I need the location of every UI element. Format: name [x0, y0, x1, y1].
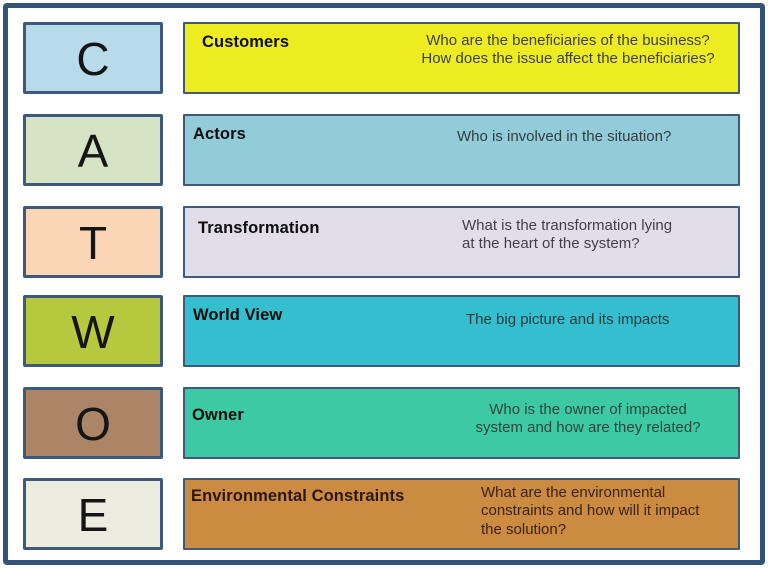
bar-description-world-view: The big picture and its impacts — [466, 311, 670, 328]
row-environmental-constraints: E Environmental Constraints What are the… — [0, 478, 768, 550]
row-owner: O Owner Who is the owner of impacted sys… — [0, 387, 768, 459]
row-world-view: W World View The big picture and its imp… — [0, 295, 768, 367]
letter-a: A — [77, 125, 109, 177]
bar-description-actors: Who is involved in the situation? — [457, 128, 672, 145]
row-transformation: T Transformation What is the transformat… — [0, 206, 768, 278]
letter-w: W — [71, 306, 115, 358]
bar-customers: Customers Who are the beneficiaries of t… — [183, 22, 740, 94]
letter-box-o: O — [23, 387, 163, 459]
bar-title-customers: Customers — [202, 33, 290, 51]
bar-description-owner: Who is the owner of impacted system and … — [475, 401, 701, 437]
letter-o: O — [75, 398, 111, 450]
bar-description-customers: Who are the beneficiaries of the busines… — [421, 32, 715, 68]
bar-transformation: Transformation What is the transformatio… — [183, 206, 740, 278]
bar-actors: Actors Who is involved in the situation? — [183, 114, 740, 186]
letter-c: C — [76, 33, 110, 85]
bar-owner: Owner Who is the owner of impacted syste… — [183, 387, 740, 459]
letter-t: T — [78, 217, 108, 269]
bar-world-view: World View The big picture and its impac… — [183, 295, 740, 367]
bar-description-transformation: What is the transformation lying at the … — [462, 217, 673, 253]
bar-title-transformation: Transformation — [198, 219, 320, 237]
letter-box-e: E — [23, 478, 163, 550]
letter-box-w: W — [23, 295, 163, 367]
bar-description-environmental-constraints: What are the environmental constraints a… — [481, 484, 700, 538]
letter-box-a: A — [23, 114, 163, 186]
bar-title-owner: Owner — [192, 406, 244, 424]
bar-environmental-constraints: Environmental Constraints What are the e… — [183, 478, 740, 550]
letter-e: E — [77, 489, 109, 541]
letter-box-c: C — [23, 22, 163, 94]
row-actors: A Actors Who is involved in the situatio… — [0, 114, 768, 186]
bar-title-environmental-constraints: Environmental Constraints — [191, 487, 405, 505]
row-customers: C Customers Who are the beneficiaries of… — [0, 22, 768, 94]
letter-box-t: T — [23, 206, 163, 278]
bar-title-actors: Actors — [193, 125, 246, 143]
bar-title-world-view: World View — [193, 306, 283, 324]
